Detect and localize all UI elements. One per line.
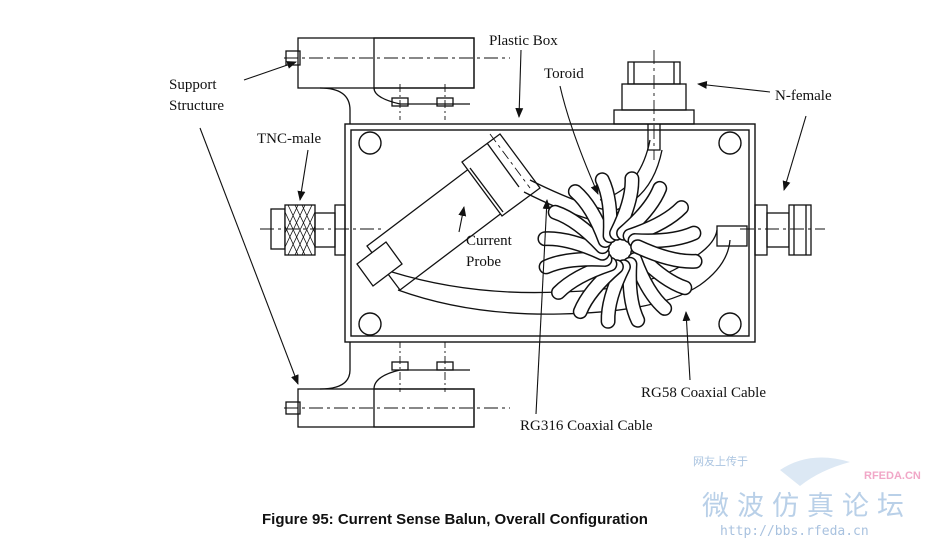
label-current-probe-line1: Current	[466, 233, 513, 249]
watermark: 网友上传于 RFEDA.CN 微波仿真论坛 http://bbs.rfeda.c…	[693, 454, 921, 539]
label-rg58: RG58 Coaxial Cable	[641, 385, 766, 401]
support-structure-bottom	[284, 340, 510, 428]
label-n-female: N-female	[775, 88, 832, 104]
watermark-chinese-title: 微波仿真论坛	[702, 491, 912, 522]
watermark-small-text: 网友上传于	[693, 454, 748, 468]
figure-caption: Figure 95: Current Sense Balun, Overall …	[262, 511, 648, 528]
watermark-url: http://bbs.rfeda.cn	[720, 524, 869, 539]
label-support-structure-line1: Support	[169, 77, 217, 93]
label-rg316: RG316 Coaxial Cable	[520, 418, 653, 434]
label-tnc-male: TNC-male	[257, 131, 321, 147]
watermark-brand: RFEDA.CN	[864, 470, 921, 482]
toroid	[537, 171, 703, 329]
current-probe	[356, 133, 541, 291]
callout-arrows	[199, 49, 807, 415]
toroid-winding-fill	[631, 240, 702, 268]
label-current-probe-line2: Probe	[466, 254, 501, 270]
support-structure-top	[284, 37, 510, 127]
n-female-connector	[716, 204, 825, 256]
tnc-male-connector	[260, 204, 385, 256]
top-connector	[613, 50, 695, 160]
label-support-structure-line2: Structure	[169, 98, 224, 114]
label-toroid: Toroid	[544, 66, 584, 82]
label-plastic-box: Plastic Box	[489, 33, 558, 49]
